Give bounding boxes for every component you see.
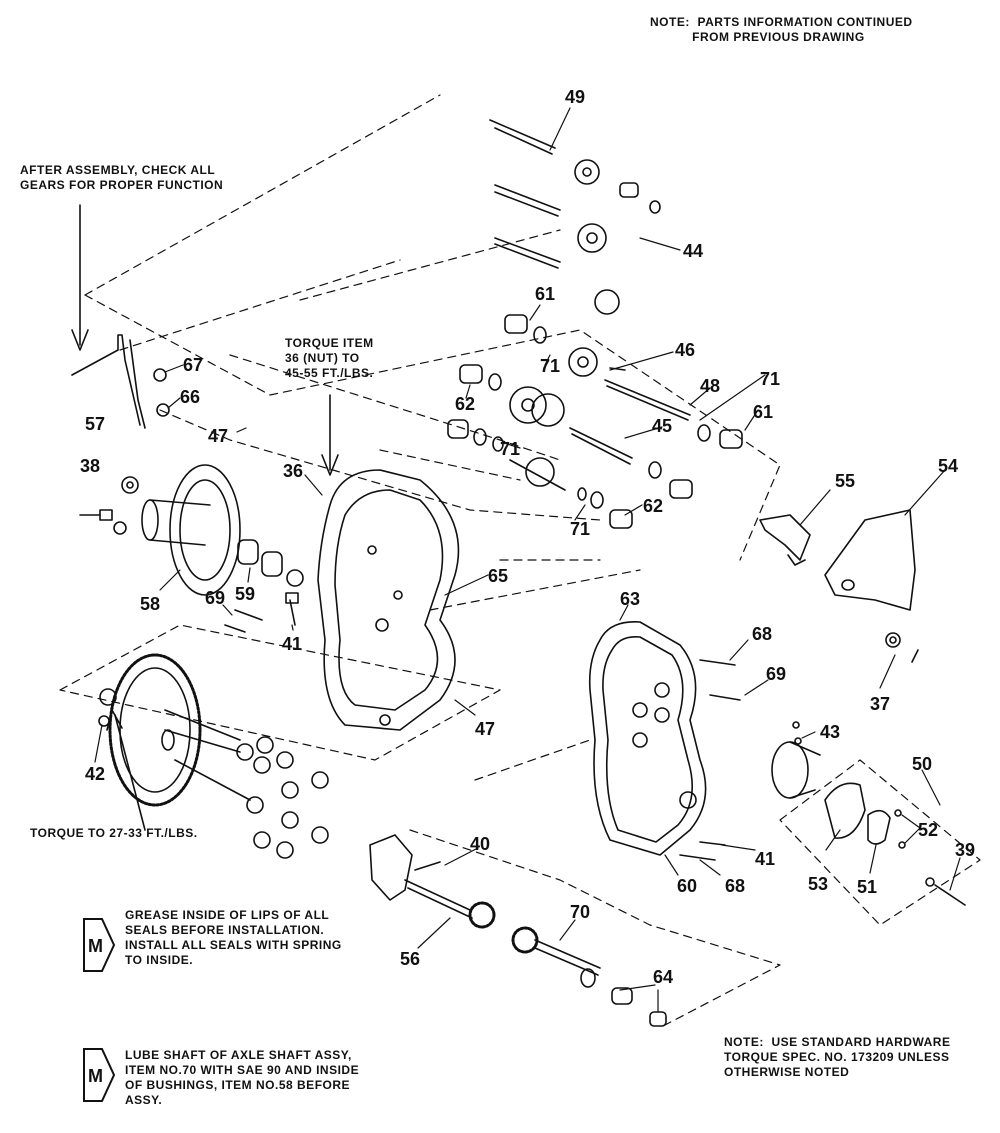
maintenance-m-icon: M [83,1048,116,1102]
shift-lever [71,334,141,426]
callout-46: 46 [675,340,695,360]
flange-bushing [121,464,304,596]
callout-42: 42 [85,764,105,784]
upper-shafts [489,119,561,269]
callout-68: 68 [725,876,745,896]
callout-49: 49 [565,87,585,107]
callout-63: 63 [620,589,640,609]
callout-50: 50 [912,754,932,774]
differential-housing [771,721,906,849]
callout-36: 36 [283,461,303,481]
note-torque-42: TORQUE TO 27-33 FT./LBS. [30,826,198,840]
ring-gear [98,653,329,859]
callout-68: 68 [752,624,772,644]
axle-assembly [369,834,667,1027]
bushings-washers [447,314,743,529]
callout-61: 61 [535,284,555,304]
callout-71: 71 [500,439,520,459]
note-standard-hardware: NOTE: USE STANDARD HARDWARE TORQUE SPEC.… [724,1035,951,1079]
callout-70: 70 [570,902,590,922]
mounting-brackets [759,509,919,663]
callout-53: 53 [808,874,828,894]
callout-61: 61 [753,402,773,422]
callout-64: 64 [653,967,673,987]
bolts [79,509,966,906]
callout-44: 44 [683,241,703,261]
note-torque-36: TORQUE ITEM 36 (NUT) TO 45-55 FT./LBS. [285,336,374,380]
callout-71: 71 [570,519,590,539]
callout-69: 69 [205,588,225,608]
callout-45: 45 [652,416,672,436]
svg-text:M: M [88,1066,103,1086]
maintenance-m-icon: M [83,918,116,972]
gearcase-half-right [588,621,707,856]
callout-48: 48 [700,376,720,396]
note-after-assembly: AFTER ASSEMBLY, CHECK ALL GEARS FOR PROP… [20,163,224,192]
callout-71: 71 [760,369,780,389]
note-arrows [71,204,339,831]
callout-labels: 49 44 61 46 71 48 71 61 67 66 57 62 45 7… [80,87,975,987]
note-lube-shaft: LUBE SHAFT OF AXLE SHAFT ASSY, ITEM NO.7… [125,1048,360,1107]
leader-lines [94,107,961,1013]
callout-38: 38 [80,456,100,476]
callout-67: 67 [183,355,203,375]
callout-43: 43 [820,722,840,742]
callout-65: 65 [488,566,508,586]
callout-55: 55 [835,471,855,491]
callout-51: 51 [857,877,877,897]
callout-62: 62 [643,496,663,516]
callout-41: 41 [282,634,302,654]
callout-40: 40 [470,834,490,854]
callout-71: 71 [540,356,560,376]
note-grease-seals: GREASE INSIDE OF LIPS OF ALL SEALS BEFOR… [125,908,342,967]
shift-rods [569,367,691,465]
callout-58: 58 [140,594,160,614]
callout-54: 54 [938,456,958,476]
callout-60: 60 [677,876,697,896]
upper-gears [509,159,661,491]
callout-57: 57 [85,414,105,434]
callout-56: 56 [400,949,420,969]
callout-39: 39 [955,840,975,860]
gearcase-half-left [317,469,460,731]
callout-69: 69 [766,664,786,684]
assembly-dashed-lines [59,94,981,1026]
callout-47: 47 [475,719,495,739]
svg-text:M: M [88,936,103,956]
callout-41: 41 [755,849,775,869]
callout-52: 52 [918,820,938,840]
note-continued: NOTE: PARTS INFORMATION CONTINUED FROM P… [650,15,913,44]
callout-37: 37 [870,694,890,714]
callout-59: 59 [235,584,255,604]
callout-66: 66 [180,387,200,407]
callout-47: 47 [208,426,228,446]
callout-62: 62 [455,394,475,414]
